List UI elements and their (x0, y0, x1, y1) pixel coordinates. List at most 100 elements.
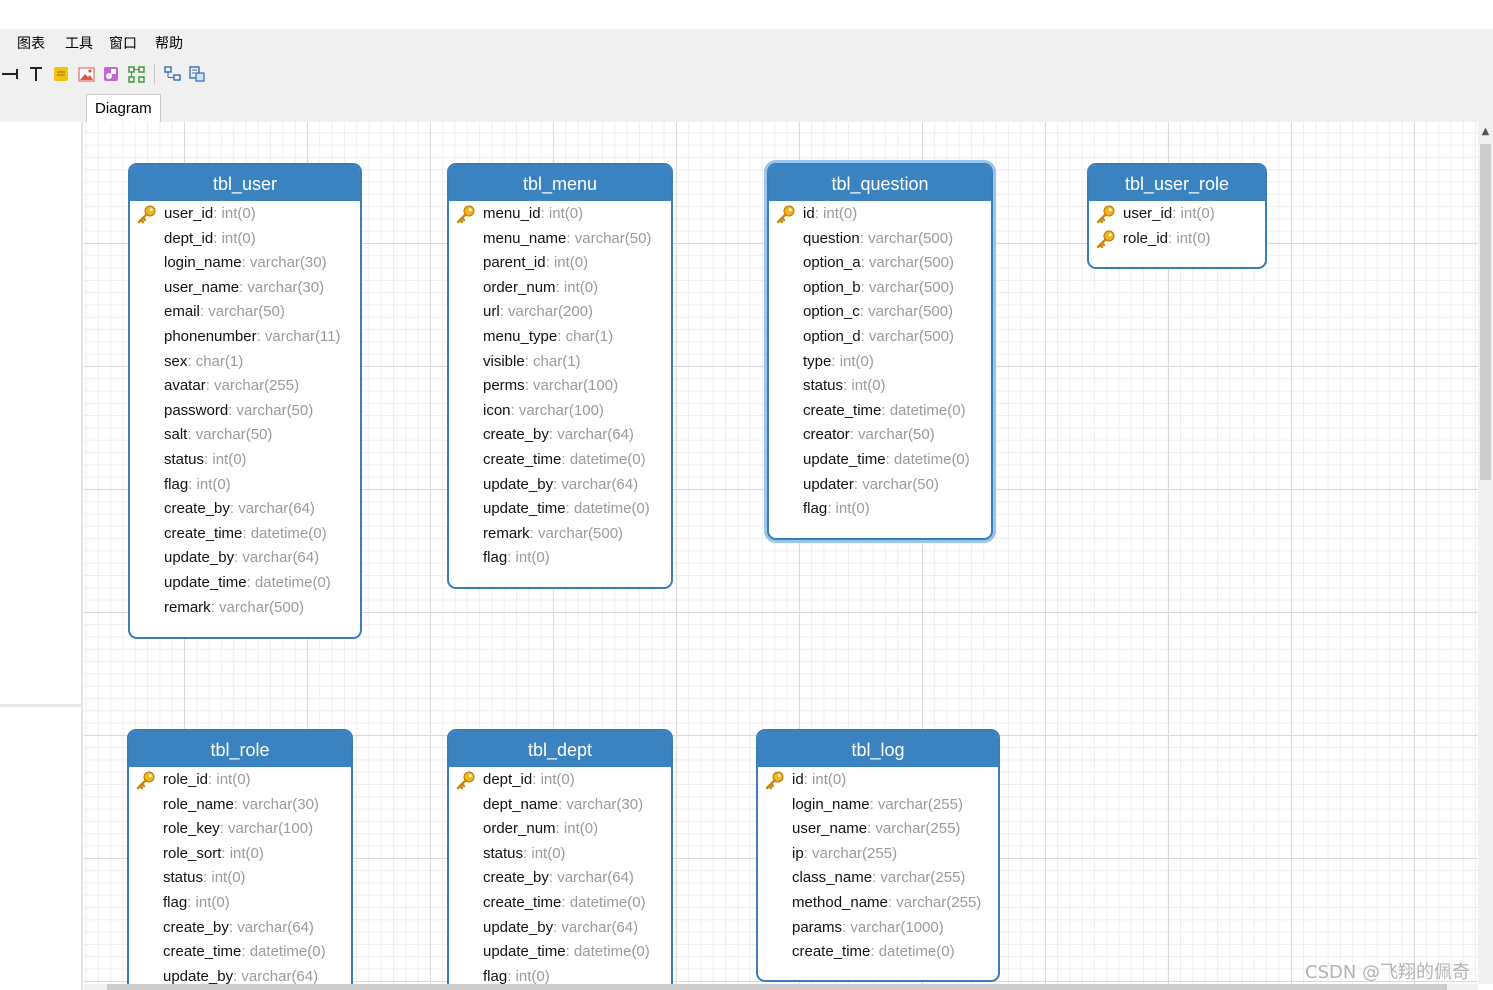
field-row[interactable]: order_num: int(0) (449, 276, 671, 301)
entity-title[interactable]: tbl_role (129, 731, 351, 767)
entity-title[interactable]: tbl_log (758, 731, 998, 767)
field-row[interactable]: role_id: int(0) (129, 768, 351, 793)
field-row[interactable]: flag: int(0) (449, 546, 671, 571)
field-row[interactable]: dept_name: varchar(30) (449, 793, 671, 818)
arrange-icon[interactable] (161, 63, 183, 85)
field-row[interactable]: option_d: varchar(500) (769, 325, 991, 350)
field-row[interactable]: user_id: int(0) (1089, 202, 1265, 227)
field-row[interactable]: id: int(0) (758, 768, 998, 793)
field-row[interactable]: flag: int(0) (769, 497, 991, 522)
text-icon[interactable] (25, 63, 47, 85)
field-row[interactable]: status: int(0) (769, 374, 991, 399)
panel-divider[interactable] (0, 704, 81, 707)
field-row[interactable]: parent_id: int(0) (449, 251, 671, 276)
field-row[interactable]: create_time: datetime(0) (129, 940, 351, 965)
field-row[interactable]: create_by: varchar(64) (449, 866, 671, 891)
field-row[interactable]: method_name: varchar(255) (758, 891, 998, 916)
menu-item-help[interactable]: 帮助 (155, 36, 183, 52)
horizontal-scroll-thumb[interactable] (107, 984, 1447, 990)
field-row[interactable]: update_time: datetime(0) (449, 497, 671, 522)
field-row[interactable]: create_by: varchar(64) (130, 497, 360, 522)
entity-title[interactable]: tbl_dept (449, 731, 671, 767)
field-row[interactable]: status: int(0) (130, 448, 360, 473)
layout-icon[interactable] (125, 63, 147, 85)
entity-title[interactable]: tbl_question (769, 165, 991, 201)
field-row[interactable]: create_time: datetime(0) (449, 448, 671, 473)
field-row[interactable]: create_time: datetime(0) (449, 891, 671, 916)
field-row[interactable]: user_name: varchar(255) (758, 817, 998, 842)
vertical-scrollbar[interactable]: ▲ (1478, 122, 1493, 984)
shape-icon[interactable] (100, 63, 122, 85)
field-row[interactable]: password: varchar(50) (130, 399, 360, 424)
field-row[interactable]: salt: varchar(50) (130, 423, 360, 448)
field-row[interactable]: question: varchar(500) (769, 227, 991, 252)
field-row[interactable]: option_a: varchar(500) (769, 251, 991, 276)
field-row[interactable]: ip: varchar(255) (758, 842, 998, 867)
field-row[interactable]: perms: varchar(100) (449, 374, 671, 399)
field-row[interactable]: update_by: varchar(64) (130, 546, 360, 571)
image-icon[interactable] (75, 63, 97, 85)
field-row[interactable]: flag: int(0) (129, 891, 351, 916)
field-row[interactable]: order_num: int(0) (449, 817, 671, 842)
field-row[interactable]: visible: char(1) (449, 350, 671, 375)
field-row[interactable]: flag: int(0) (449, 965, 671, 984)
field-row[interactable]: id: int(0) (769, 202, 991, 227)
field-row[interactable]: dept_id: int(0) (130, 227, 360, 252)
field-row[interactable]: role_name: varchar(30) (129, 793, 351, 818)
horizontal-scrollbar[interactable] (84, 984, 1478, 990)
menu-item-window[interactable]: 窗口 (109, 36, 137, 52)
connector-icon[interactable] (0, 63, 22, 85)
note-icon[interactable] (50, 63, 72, 85)
field-row[interactable]: create_by: varchar(64) (449, 423, 671, 448)
menu-item-tools[interactable]: 工具 (65, 36, 93, 52)
field-row[interactable]: class_name: varchar(255) (758, 866, 998, 891)
field-row[interactable]: sex: char(1) (130, 350, 360, 375)
field-row[interactable]: option_c: varchar(500) (769, 300, 991, 325)
field-row[interactable]: remark: varchar(500) (449, 522, 671, 547)
field-row[interactable]: remark: varchar(500) (130, 596, 360, 621)
field-row[interactable]: updater: varchar(50) (769, 473, 991, 498)
field-row[interactable]: creator: varchar(50) (769, 423, 991, 448)
field-row[interactable]: update_by: varchar(64) (449, 916, 671, 941)
field-row[interactable]: login_name: varchar(30) (130, 251, 360, 276)
field-row[interactable]: login_name: varchar(255) (758, 793, 998, 818)
vertical-scroll-thumb[interactable] (1480, 144, 1491, 480)
field-row[interactable]: update_time: datetime(0) (769, 448, 991, 473)
field-row[interactable]: status: int(0) (129, 866, 351, 891)
field-row[interactable]: icon: varchar(100) (449, 399, 671, 424)
entity-title[interactable]: tbl_menu (449, 165, 671, 201)
entity-title[interactable]: tbl_user (130, 165, 360, 201)
field-row[interactable]: role_key: varchar(100) (129, 817, 351, 842)
field-row[interactable]: option_b: varchar(500) (769, 276, 991, 301)
field-row[interactable]: phonenumber: varchar(11) (130, 325, 360, 350)
field-row[interactable]: create_time: datetime(0) (769, 399, 991, 424)
field-row[interactable]: params: varchar(1000) (758, 916, 998, 941)
field-row[interactable]: role_sort: int(0) (129, 842, 351, 867)
field-row[interactable]: update_by: varchar(64) (129, 965, 351, 984)
field-row[interactable]: user_id: int(0) (130, 202, 360, 227)
entity-title[interactable]: tbl_user_role (1089, 165, 1265, 201)
field-row[interactable]: create_time: datetime(0) (130, 522, 360, 547)
field-row[interactable]: dept_id: int(0) (449, 768, 671, 793)
field-row[interactable]: menu_id: int(0) (449, 202, 671, 227)
field-row[interactable]: menu_name: varchar(50) (449, 227, 671, 252)
field-row[interactable]: type: int(0) (769, 350, 991, 375)
field-row[interactable]: flag: int(0) (130, 473, 360, 498)
field-row[interactable]: url: varchar(200) (449, 300, 671, 325)
tab-diagram-1[interactable]: Diagram 1 (86, 94, 161, 144)
field-row[interactable]: create_by: varchar(64) (129, 916, 351, 941)
field-row[interactable]: update_time: datetime(0) (130, 571, 360, 596)
field-row[interactable]: email: varchar(50) (130, 300, 360, 325)
export-icon[interactable] (186, 63, 208, 85)
field-row[interactable]: status: int(0) (449, 842, 671, 867)
field-row[interactable]: avatar: varchar(255) (130, 374, 360, 399)
field-row[interactable]: role_id: int(0) (1089, 227, 1265, 252)
field-row[interactable]: user_name: varchar(30) (130, 276, 360, 301)
field-row[interactable]: update_time: datetime(0) (449, 940, 671, 965)
